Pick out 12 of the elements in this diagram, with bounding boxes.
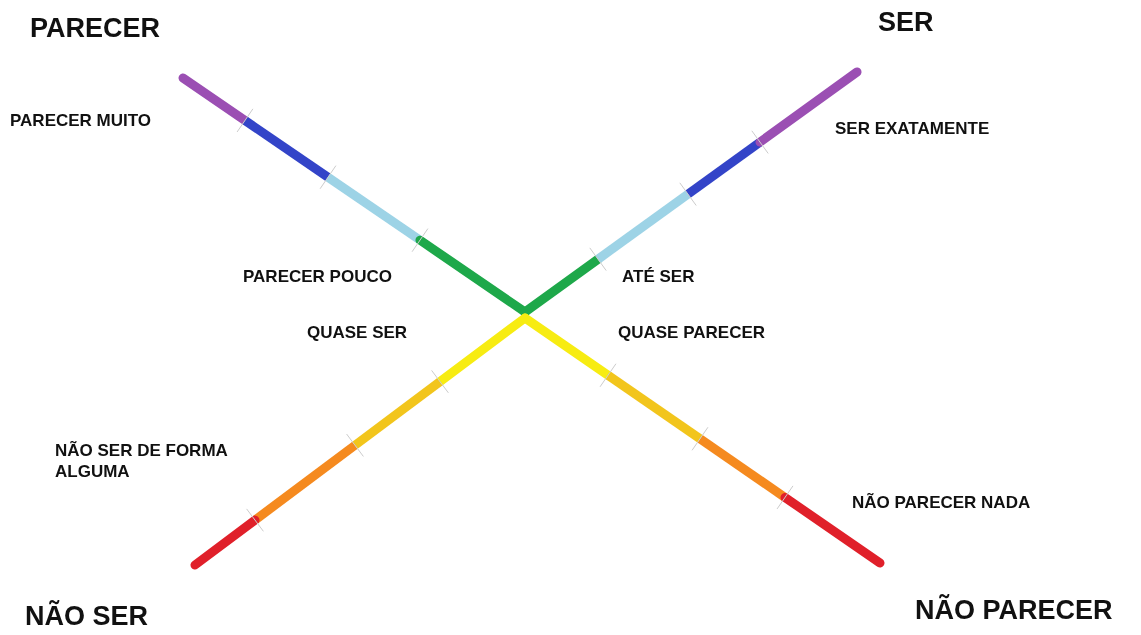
scale-label: ATÉ SER: [622, 266, 695, 288]
corner-label: SER: [878, 6, 934, 39]
corner-label: PARECER: [30, 12, 161, 45]
scale-label: PARECER MUITO: [10, 110, 152, 132]
corner-label: NÃO PARECER: [915, 594, 1113, 627]
corner-label: NÃO SER: [25, 600, 149, 633]
scale-label: QUASE PARECER: [618, 322, 766, 344]
scale-label: SER EXATAMENTE: [835, 118, 990, 140]
scale-label: NÃO SER DE FORMA ALGUMA: [55, 440, 229, 483]
scale-label: NÃO PARECER NADA: [852, 492, 1031, 514]
scale-label: PARECER POUCO: [243, 266, 392, 288]
scale-label: QUASE SER: [307, 322, 408, 344]
